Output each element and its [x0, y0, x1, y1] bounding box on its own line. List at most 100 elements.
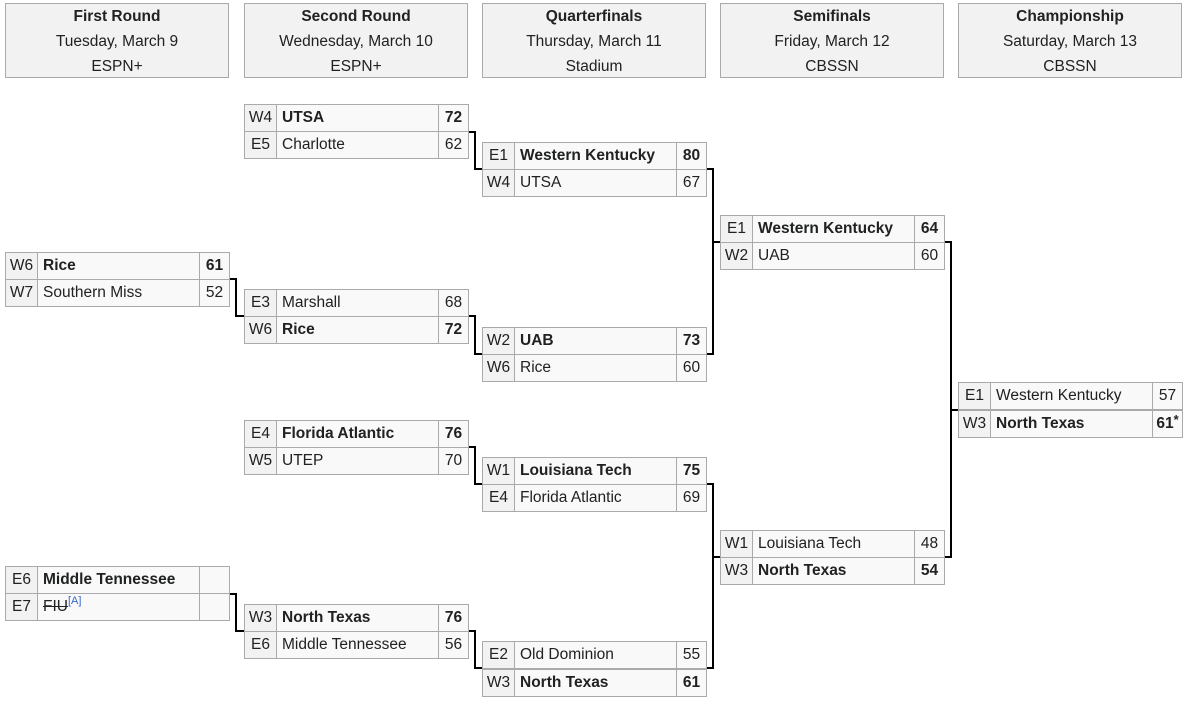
- header-second-round: Second Round Wednesday, March 10 ESPN+: [244, 3, 468, 78]
- game-slot: W6 Rice 61: [5, 252, 230, 280]
- team-name: Rice: [282, 321, 315, 338]
- score: 76: [438, 605, 468, 631]
- round-network: ESPN+: [91, 58, 143, 75]
- score: 57: [1152, 383, 1182, 409]
- team-name: North Texas: [996, 415, 1085, 432]
- team-name: UAB: [758, 247, 790, 264]
- round-date: Tuesday, March 9: [55, 33, 179, 50]
- header-first-round: First Round Tuesday, March 9 ESPN+: [5, 3, 229, 78]
- score: 61: [199, 253, 229, 279]
- game-slot: W5 UTEP 70: [244, 447, 469, 475]
- seed: W7: [6, 280, 38, 306]
- round-network: CBSSN: [1043, 58, 1097, 75]
- team-name: UAB: [520, 332, 554, 349]
- round-date: Friday, March 12: [774, 33, 890, 50]
- score: 54: [914, 558, 944, 584]
- score: 52: [199, 280, 229, 306]
- seed: E5: [245, 132, 277, 158]
- seed: W6: [483, 355, 515, 381]
- connector-r2-g2: [469, 315, 482, 355]
- seed: E3: [245, 290, 277, 316]
- seed: E6: [6, 567, 38, 593]
- seed: W2: [483, 328, 515, 354]
- score: 64: [914, 216, 944, 242]
- score: 72: [438, 317, 468, 343]
- team-name-cell: FIU[A]: [38, 594, 199, 620]
- score: 60: [914, 243, 944, 269]
- team-name: Rice: [520, 359, 552, 376]
- score: 61: [1156, 415, 1174, 432]
- team-name: Western Kentucky: [996, 387, 1122, 404]
- score: 76: [438, 421, 468, 447]
- game-slot: W1 Louisiana Tech 48: [720, 530, 945, 558]
- game-slot: W6 Rice 72: [244, 316, 469, 344]
- game-slot: E3 Marshall 68: [244, 289, 469, 317]
- team-name: Middle Tennessee: [43, 571, 176, 588]
- seed: W2: [721, 243, 753, 269]
- game-slot: W4 UTSA 72: [244, 104, 469, 132]
- team-name: Louisiana Tech: [520, 462, 632, 479]
- game-slot: W3 North Texas 76: [244, 604, 469, 632]
- game-slot: E5 Charlotte 62: [244, 131, 469, 159]
- score: 75: [676, 458, 706, 484]
- seed: W6: [6, 253, 38, 279]
- team-name: North Texas: [282, 609, 371, 626]
- team-name: Middle Tennessee: [282, 636, 407, 653]
- connector-r2-g1: [469, 131, 482, 170]
- round-date: Thursday, March 11: [526, 33, 662, 50]
- game-slot: E6 Middle Tennessee: [5, 566, 230, 594]
- team-name: Old Dominion: [520, 646, 614, 663]
- score: 70: [438, 448, 468, 474]
- team-name: Western Kentucky: [758, 220, 893, 237]
- game-slot: E6 Middle Tennessee 56: [244, 631, 469, 659]
- game-slot: E4 Florida Atlantic 76: [244, 420, 469, 448]
- seed: W5: [245, 448, 277, 474]
- score: 67: [676, 170, 706, 196]
- score: 56: [438, 632, 468, 658]
- team-name: Florida Atlantic: [520, 489, 622, 506]
- game-slot: W1 Louisiana Tech 75: [482, 457, 707, 485]
- round-title: Semifinals: [793, 8, 871, 25]
- team-name: North Texas: [520, 674, 609, 691]
- game-slot: W3 North Texas 61: [482, 669, 707, 697]
- team-name: Western Kentucky: [520, 147, 655, 164]
- team-name: FIU: [43, 598, 68, 615]
- seed: E7: [6, 594, 38, 620]
- game-slot: W2 UAB 73: [482, 327, 707, 355]
- seed: E4: [483, 485, 515, 511]
- seed: W3: [721, 558, 753, 584]
- score: 69: [676, 485, 706, 511]
- score: 73: [676, 328, 706, 354]
- seed: W3: [483, 670, 515, 696]
- score: 48: [914, 531, 944, 557]
- team-name: UTSA: [520, 174, 562, 191]
- game-slot: W2 UAB 60: [720, 242, 945, 270]
- round-title: Championship: [1016, 8, 1124, 25]
- seed: W1: [721, 531, 753, 557]
- game-slot: W7 Southern Miss 52: [5, 279, 230, 307]
- game-slot: E2 Old Dominion 55: [482, 641, 707, 669]
- score: 61: [676, 670, 706, 696]
- game-slot: E1 Western Kentucky 80: [482, 142, 707, 170]
- score: 55: [676, 642, 706, 668]
- seed: E1: [483, 143, 515, 169]
- score: 72: [438, 105, 468, 131]
- header-semifinals: Semifinals Friday, March 12 CBSSN: [720, 3, 944, 78]
- connector-r1-g2: [230, 593, 244, 632]
- team-name: Louisiana Tech: [758, 535, 862, 552]
- round-network: Stadium: [565, 58, 623, 75]
- round-network: ESPN+: [330, 58, 382, 75]
- header-quarterfinals: Quarterfinals Thursday, March 11 Stadium: [482, 3, 706, 78]
- footnote-link[interactable]: [A]: [67, 595, 82, 607]
- score-cell: 61*: [1152, 411, 1182, 437]
- round-title: Quarterfinals: [545, 8, 643, 25]
- team-name: Southern Miss: [43, 284, 143, 301]
- game-slot: E1 Western Kentucky 57: [958, 382, 1183, 410]
- connector-r1-g1: [230, 278, 244, 317]
- team-name: UTSA: [282, 109, 325, 126]
- seed: W3: [959, 411, 991, 437]
- seed: E1: [721, 216, 753, 242]
- team-name: Florida Atlantic: [282, 425, 395, 442]
- connector-qf-top: [707, 168, 714, 355]
